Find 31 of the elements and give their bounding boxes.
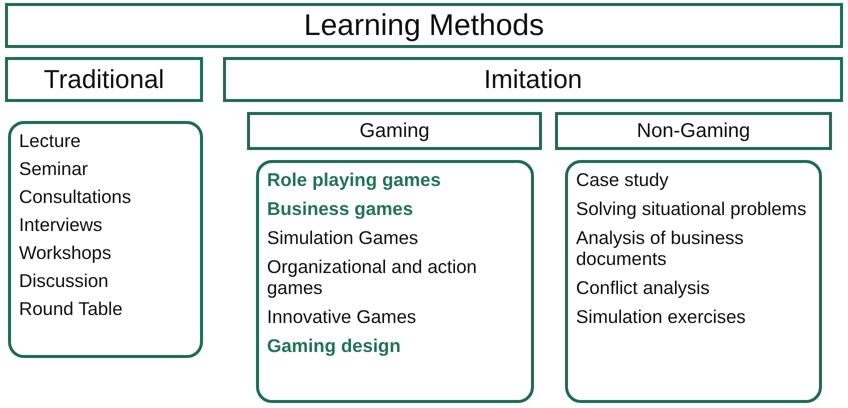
method-item: Round Table bbox=[19, 298, 124, 319]
category-heading: Learning Methods bbox=[304, 8, 544, 42]
method-item: Analysis of business documents bbox=[576, 227, 745, 269]
category-heading: Traditional bbox=[44, 64, 164, 95]
method-item: Role playing games bbox=[267, 169, 442, 190]
method-item: Simulation Games bbox=[267, 227, 420, 248]
category-box bbox=[247, 112, 542, 150]
category-box bbox=[5, 57, 203, 102]
method-item: Business games bbox=[267, 198, 414, 219]
category-heading: Gaming bbox=[359, 120, 430, 142]
method-list-card bbox=[565, 160, 822, 403]
method-item: Innovative Games bbox=[267, 306, 418, 327]
category-heading: Imitation bbox=[484, 64, 582, 95]
method-item: Conflict analysis bbox=[576, 277, 711, 298]
method-item: Lecture bbox=[19, 130, 82, 151]
category-box bbox=[223, 57, 843, 102]
method-list-card bbox=[8, 121, 203, 358]
method-item: Gaming design bbox=[267, 335, 402, 356]
method-item: Workshops bbox=[19, 242, 112, 263]
method-item: Interviews bbox=[19, 214, 104, 235]
category-box bbox=[555, 112, 832, 150]
category-heading: Non-Gaming bbox=[636, 120, 750, 142]
method-item: Case study bbox=[576, 169, 670, 190]
category-box bbox=[5, 3, 843, 48]
method-item: Simulation exercises bbox=[576, 306, 747, 327]
method-item: Solving situational problems bbox=[576, 198, 808, 219]
method-item: Organizational and action games bbox=[267, 256, 478, 298]
method-item: Discussion bbox=[19, 270, 110, 291]
method-item: Seminar bbox=[19, 158, 89, 179]
method-item: Consultations bbox=[19, 186, 132, 207]
method-list-card bbox=[256, 160, 534, 403]
